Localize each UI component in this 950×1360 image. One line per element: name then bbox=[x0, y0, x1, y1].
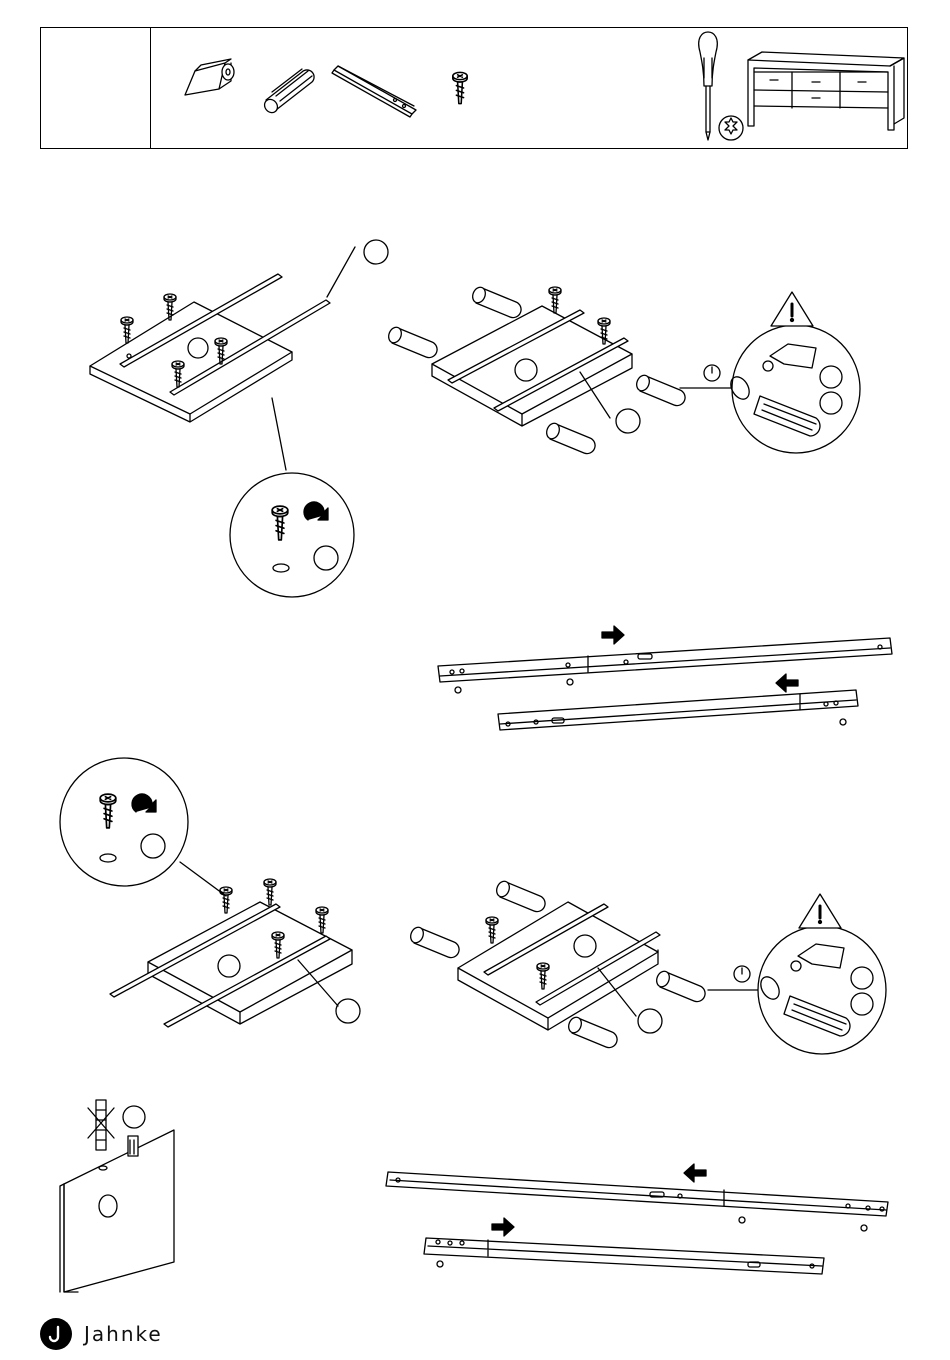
drawer-runner-icon bbox=[332, 66, 416, 117]
step-runner-screw-a bbox=[90, 240, 388, 597]
brand-logo-icon bbox=[40, 1318, 72, 1350]
tv-sideboard-icon bbox=[748, 52, 904, 130]
wooden-dowel-icon bbox=[262, 69, 314, 115]
step-dowel-insert bbox=[60, 1100, 174, 1292]
step-runner-extension-a bbox=[438, 626, 892, 730]
cam-lock-icon bbox=[185, 59, 234, 95]
screw-icon bbox=[453, 72, 467, 103]
phillips-head-icon bbox=[719, 116, 743, 140]
step-runner-screw-b bbox=[60, 758, 360, 1027]
step-runner-extension-b bbox=[386, 1164, 888, 1274]
step-dowel-check-b bbox=[408, 879, 886, 1054]
brand-name: Jahnke bbox=[84, 1322, 163, 1346]
step-dowel-check-a bbox=[386, 285, 860, 453]
screwdriver-icon bbox=[699, 32, 718, 140]
brand-logo: Jahnke bbox=[40, 1317, 163, 1351]
